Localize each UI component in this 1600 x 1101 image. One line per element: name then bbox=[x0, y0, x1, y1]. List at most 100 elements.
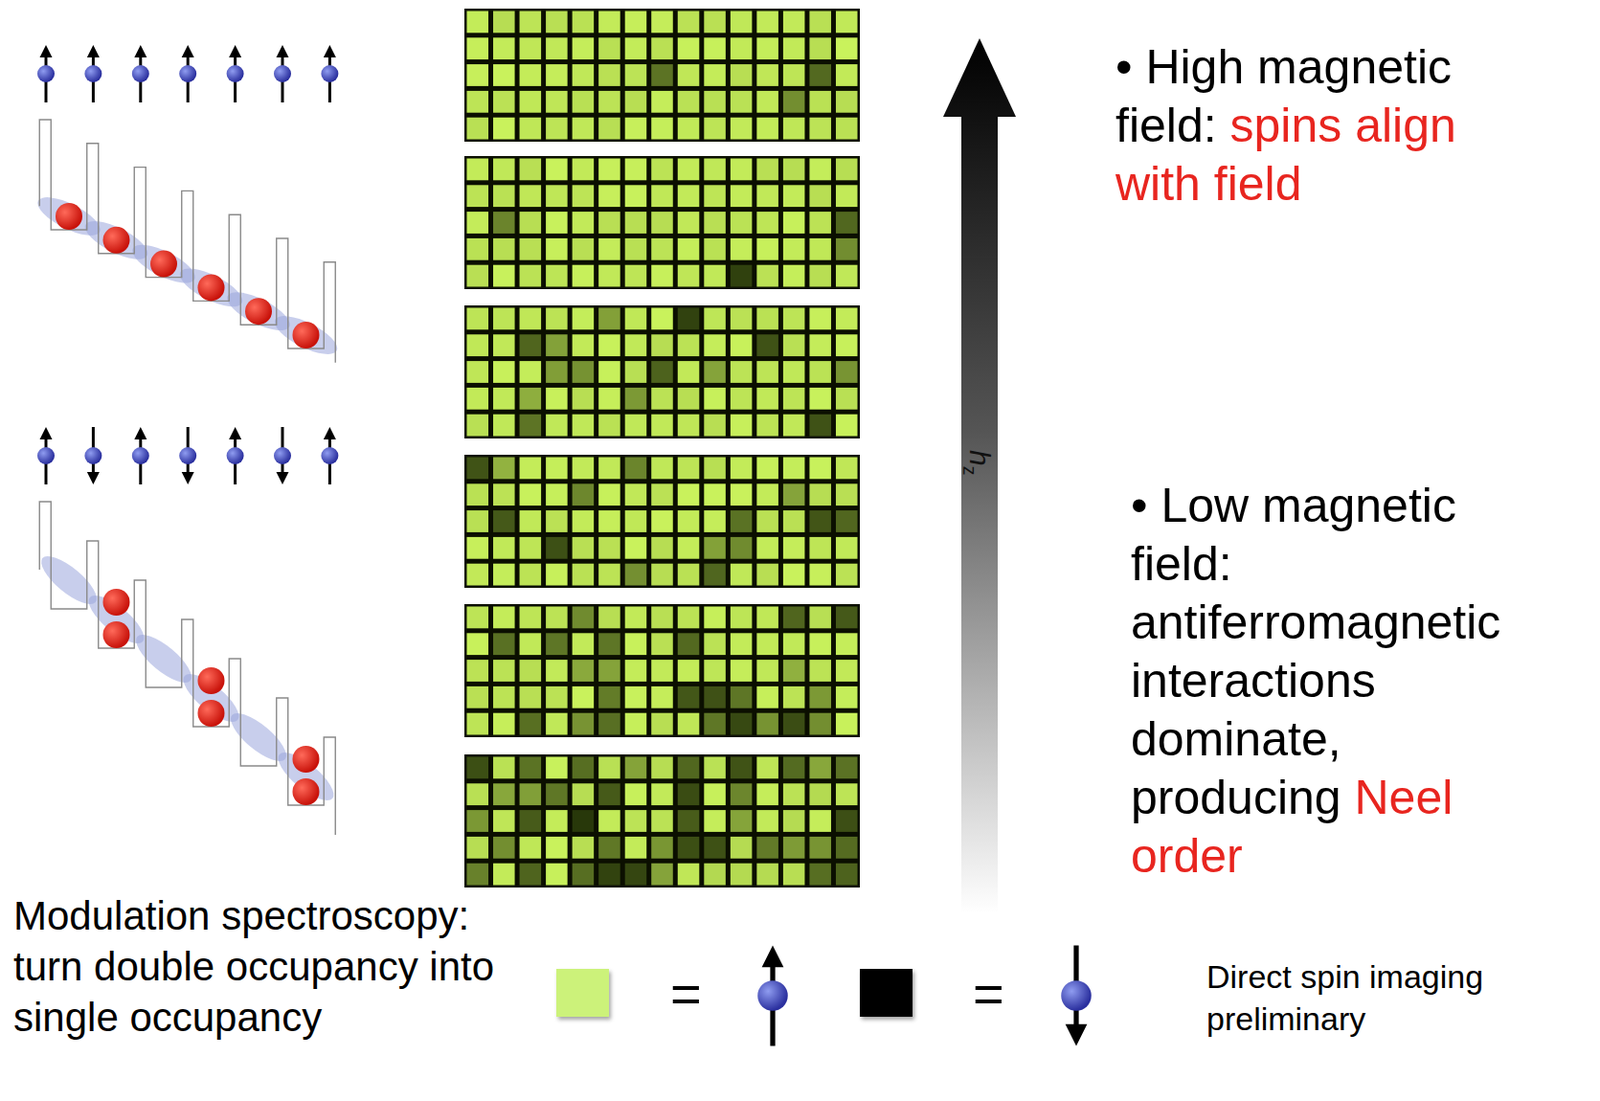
image-pixel bbox=[598, 308, 621, 331]
image-pixel bbox=[651, 211, 674, 234]
image-pixel bbox=[467, 238, 490, 261]
image-pixel bbox=[677, 414, 700, 437]
atom bbox=[198, 667, 226, 695]
image-pixel bbox=[651, 64, 674, 87]
image-pixel bbox=[677, 457, 700, 480]
image-pixel bbox=[677, 686, 700, 709]
image-pixel bbox=[835, 510, 858, 533]
image-pixel bbox=[598, 238, 621, 261]
image-pixel bbox=[493, 863, 516, 886]
image-pixel bbox=[783, 563, 806, 586]
image-pixel bbox=[783, 90, 806, 113]
image-pixel bbox=[809, 483, 832, 506]
image-pixel bbox=[545, 184, 568, 207]
image-pixel bbox=[598, 863, 621, 886]
image-pixel bbox=[835, 334, 858, 357]
image-pixel bbox=[625, 360, 648, 384]
axis-label: h bbox=[964, 450, 996, 467]
image-pixel bbox=[467, 265, 490, 288]
image-pixel bbox=[625, 265, 648, 288]
image-pixel bbox=[519, 510, 542, 533]
image-pixel bbox=[572, 863, 595, 886]
spin-images bbox=[464, 8, 860, 888]
image-pixel bbox=[651, 810, 674, 833]
image-pixel bbox=[677, 387, 700, 410]
image-pixel bbox=[572, 414, 595, 437]
image-pixel bbox=[835, 158, 858, 181]
image-pixel bbox=[467, 360, 490, 384]
note-text: Modulation spectroscopy: turn double occ… bbox=[13, 893, 495, 1040]
image-pixel bbox=[835, 810, 858, 833]
image-pixel bbox=[625, 757, 648, 780]
image-pixel bbox=[572, 64, 595, 87]
image-pixel bbox=[598, 783, 621, 806]
image-pixel bbox=[835, 563, 858, 586]
spin-symbol bbox=[273, 427, 292, 485]
image-pixel bbox=[467, 387, 490, 410]
image-pixel bbox=[703, 184, 726, 207]
image-pixel bbox=[677, 863, 700, 886]
image-pixel bbox=[572, 713, 595, 736]
image-pixel bbox=[625, 90, 648, 113]
image-pixel bbox=[519, 563, 542, 586]
image-pixel bbox=[519, 37, 542, 60]
image-pixel bbox=[783, 238, 806, 261]
image-pixel bbox=[572, 211, 595, 234]
image-pixel bbox=[756, 334, 779, 357]
image-pixel bbox=[598, 360, 621, 384]
image-pixel bbox=[756, 457, 779, 480]
image-pixel bbox=[703, 158, 726, 181]
image-pixel bbox=[598, 158, 621, 181]
image-pixel bbox=[651, 537, 674, 560]
image-pixel bbox=[809, 238, 832, 261]
image-pixel bbox=[545, 360, 568, 384]
image-pixel bbox=[467, 510, 490, 533]
image-pixel bbox=[835, 308, 858, 331]
image-pixel bbox=[625, 607, 648, 630]
spin-symbol bbox=[273, 45, 292, 103]
image-pixel bbox=[756, 836, 779, 859]
image-pixel bbox=[572, 836, 595, 859]
image-pixel bbox=[572, 537, 595, 560]
image-pixel bbox=[730, 713, 753, 736]
image-pixel bbox=[835, 117, 858, 140]
spin-symbol bbox=[320, 427, 339, 485]
image-pixel bbox=[493, 607, 516, 630]
field-arrow bbox=[943, 38, 1016, 914]
image-pixel bbox=[756, 158, 779, 181]
image-pixel bbox=[519, 537, 542, 560]
image-pixel bbox=[809, 158, 832, 181]
image-pixel bbox=[545, 510, 568, 533]
image-pixel bbox=[756, 387, 779, 410]
image-pixel bbox=[625, 184, 648, 207]
image-pixel bbox=[677, 90, 700, 113]
image-pixel bbox=[651, 632, 674, 655]
image-pixel bbox=[598, 757, 621, 780]
text-block: Direct spin imaging preliminary bbox=[1206, 955, 1590, 1040]
image-pixel bbox=[598, 810, 621, 833]
image-pixel bbox=[783, 117, 806, 140]
image-pixel bbox=[783, 37, 806, 60]
image-pixel bbox=[519, 757, 542, 780]
wavefunction-band bbox=[269, 308, 342, 361]
image-pixel bbox=[651, 483, 674, 506]
spin-symbol bbox=[37, 427, 55, 485]
image-pixel bbox=[677, 537, 700, 560]
image-pixel bbox=[545, 757, 568, 780]
image-pixel bbox=[467, 211, 490, 234]
image-pixel bbox=[835, 457, 858, 480]
image-pixel bbox=[651, 713, 674, 736]
image-pixel bbox=[598, 632, 621, 655]
image-pixel bbox=[598, 659, 621, 682]
image-pixel bbox=[467, 184, 490, 207]
image-pixel bbox=[572, 265, 595, 288]
image-pixel bbox=[783, 757, 806, 780]
image-pixel bbox=[677, 265, 700, 288]
image-pixel bbox=[651, 607, 674, 630]
image-pixel bbox=[625, 836, 648, 859]
image-pixel bbox=[809, 783, 832, 806]
image-pixel bbox=[703, 11, 726, 34]
image-pixel bbox=[572, 632, 595, 655]
image-panel bbox=[464, 305, 860, 439]
atom bbox=[103, 621, 131, 649]
